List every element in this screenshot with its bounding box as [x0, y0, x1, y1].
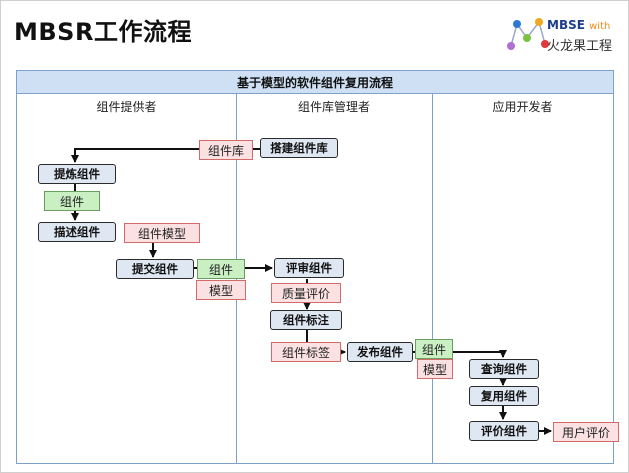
- artifact-component: 组件: [415, 339, 453, 359]
- process-build-lib[interactable]: 搭建组件库: [260, 138, 338, 158]
- logo-name: 火龙果工程: [547, 39, 613, 54]
- artifact-model: 模型: [196, 280, 246, 300]
- logo-brand: MBSE with: [547, 18, 611, 32]
- logo-icon: [507, 18, 549, 50]
- artifact-user-eval: 用户评价: [553, 422, 619, 442]
- page-title: MBSR工作流程: [14, 18, 192, 46]
- lane-label-manager: 组件库管理者: [297, 100, 370, 114]
- lane-label-developer: 应用开发者: [492, 100, 553, 114]
- process-submit[interactable]: 提交组件: [116, 259, 194, 279]
- artifact-component: 组件: [197, 259, 245, 279]
- artifact-lib: 组件库: [199, 140, 253, 160]
- artifact-quality-eval: 质量评价: [271, 283, 341, 303]
- process-publish[interactable]: 发布组件: [347, 342, 413, 362]
- artifact-component-model: 组件模型: [124, 223, 200, 243]
- process-evaluate[interactable]: 评价组件: [469, 421, 539, 441]
- artifact-component-tag: 组件标签: [271, 342, 341, 362]
- process-describe[interactable]: 描述组件: [38, 222, 116, 242]
- process-extract[interactable]: 提炼组件: [38, 164, 116, 184]
- artifact-model: 模型: [417, 359, 453, 379]
- diagram-header: 基于模型的软件组件复用流程: [17, 71, 613, 94]
- process-review[interactable]: 评审组件: [274, 258, 344, 278]
- process-query[interactable]: 查询组件: [469, 359, 539, 379]
- artifact-component: 组件: [44, 191, 100, 211]
- lane-divider: [432, 94, 433, 463]
- lane-label-provider: 组件提供者: [96, 100, 157, 114]
- process-label[interactable]: 组件标注: [270, 310, 342, 330]
- process-reuse[interactable]: 复用组件: [469, 386, 539, 406]
